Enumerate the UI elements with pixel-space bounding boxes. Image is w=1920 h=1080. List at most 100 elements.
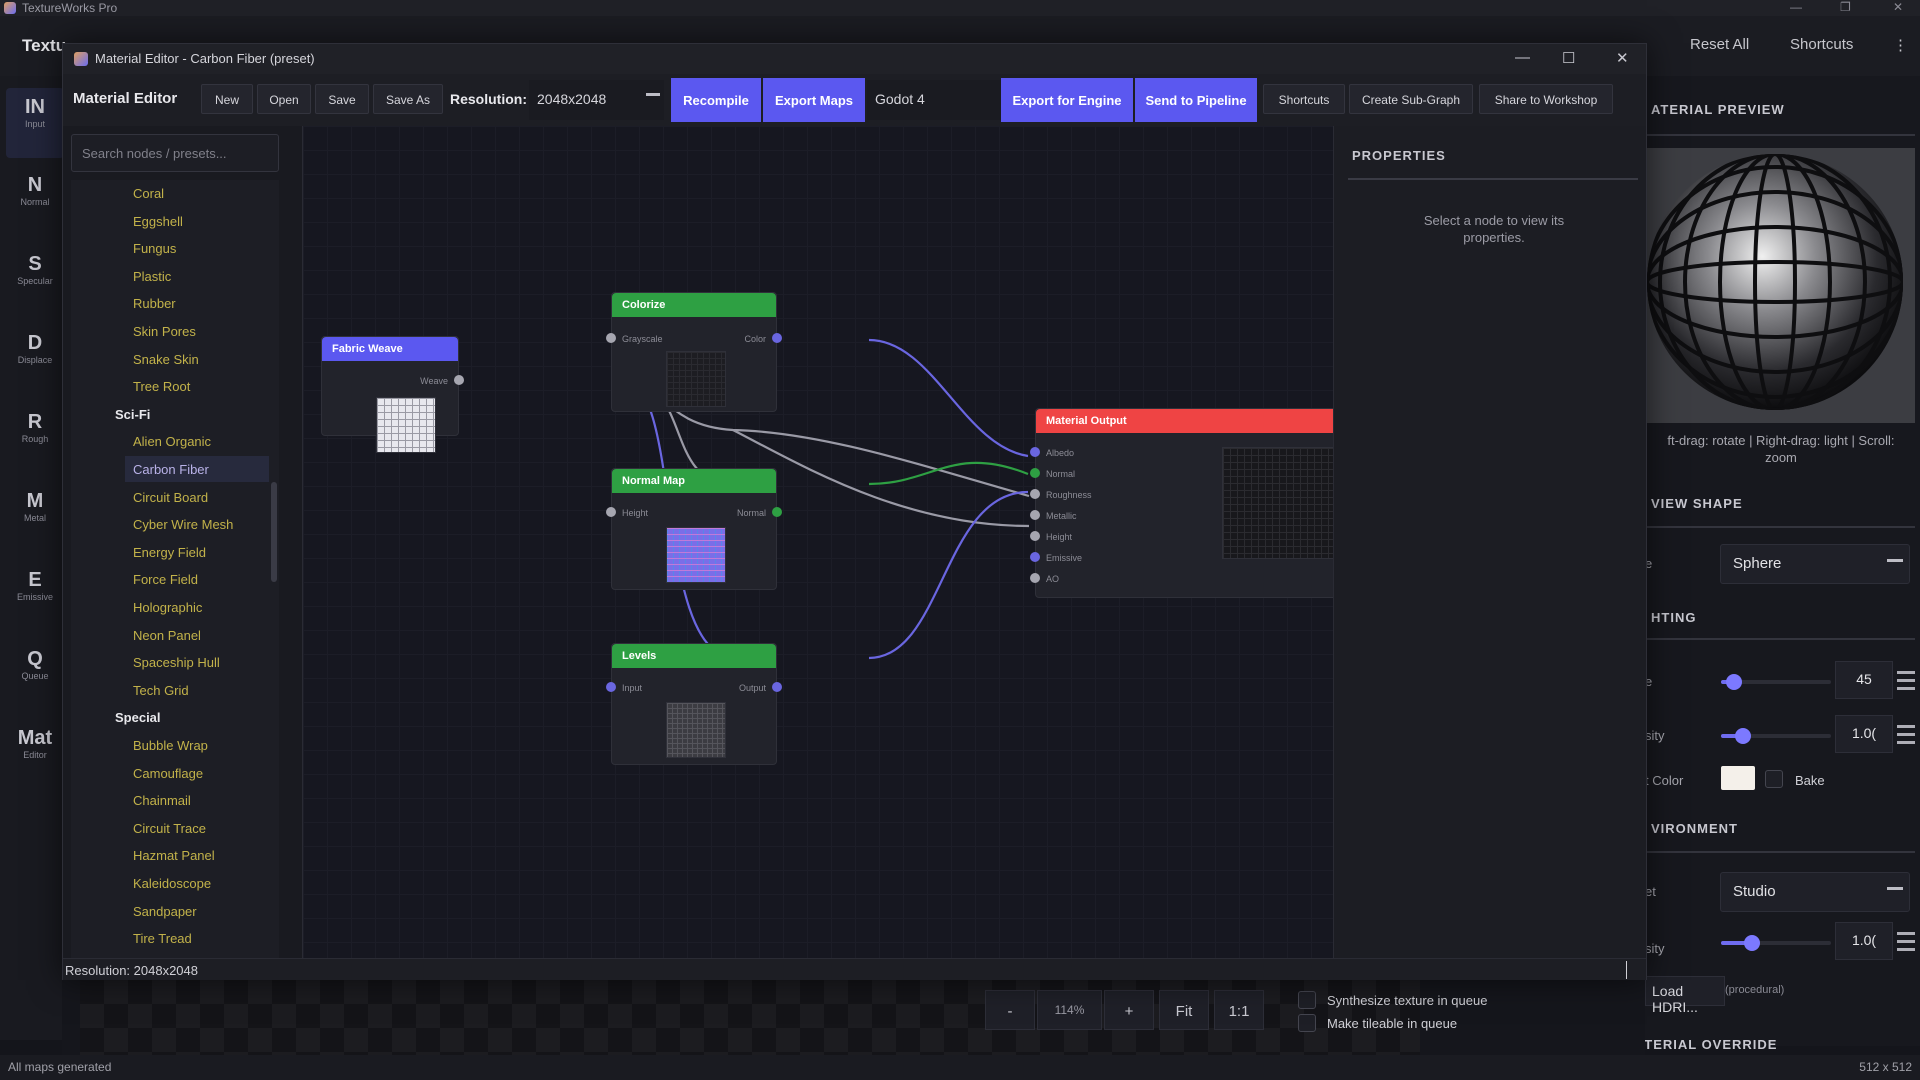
port-input-in[interactable] xyxy=(606,682,616,692)
tree-item[interactable]: Skin Pores xyxy=(133,324,196,339)
tree-item[interactable]: Circuit Trace xyxy=(133,820,206,836)
tree-item[interactable]: Plastic xyxy=(133,268,172,284)
angle-spinner-icon[interactable] xyxy=(1897,666,1915,695)
tree-item[interactable]: Tire Tread xyxy=(133,931,192,947)
load-hdri-button[interactable]: Load HDRI... xyxy=(1645,976,1725,1015)
port-weave-out[interactable] xyxy=(454,375,464,385)
modal-maximize-icon[interactable]: ☐ xyxy=(1562,50,1576,67)
intensity-value-box[interactable]: 1.0( xyxy=(1835,715,1893,753)
more-menu-icon[interactable]: ⋮ xyxy=(1893,37,1908,54)
save-button[interactable]: Save xyxy=(315,84,369,114)
bake-checkbox[interactable] xyxy=(1765,770,1783,788)
node-levels[interactable]: Levels Input Output xyxy=(606,643,782,765)
modal-close-icon[interactable]: ✕ xyxy=(1616,50,1629,67)
tileable-checkbox[interactable] xyxy=(1298,1014,1316,1032)
tree-item[interactable]: Hazmat Panel xyxy=(133,848,215,864)
port-normal-out[interactable] xyxy=(772,507,782,517)
node-fabric-weave[interactable]: Fabric Weave Weave xyxy=(321,336,464,453)
port-emissive-in[interactable] xyxy=(1030,552,1040,562)
intensity-slider[interactable] xyxy=(1721,728,1831,744)
synthesize-checkbox[interactable] xyxy=(1298,991,1316,1009)
env-intensity-spinner-icon[interactable] xyxy=(1897,927,1915,956)
port-albedo-in[interactable] xyxy=(1030,447,1040,457)
node-normal-map[interactable]: Normal Map Height Normal xyxy=(606,468,782,590)
search-input[interactable] xyxy=(71,134,279,172)
angle-slider[interactable] xyxy=(1721,674,1831,690)
port-color-out[interactable] xyxy=(772,333,782,343)
intensity-slider-knob[interactable] xyxy=(1735,728,1751,744)
export-for-engine-button[interactable]: Export for Engine xyxy=(1001,78,1133,122)
tree-item[interactable]: Cyber Wire Mesh xyxy=(133,517,234,533)
tree-item[interactable]: Energy Field xyxy=(133,544,206,560)
tree-item[interactable]: Force Field xyxy=(133,572,199,588)
tree-item[interactable]: Camouflage xyxy=(133,765,204,781)
tree-item[interactable]: Neon Panel xyxy=(133,627,201,643)
tree-item[interactable]: Coral xyxy=(133,186,165,201)
tree-category[interactable]: Sci-Fi xyxy=(115,406,151,422)
tree-item[interactable]: Eggshell xyxy=(133,213,183,229)
header-shortcuts-button[interactable]: Shortcuts xyxy=(1790,36,1854,53)
save-as-button[interactable]: Save As xyxy=(373,84,443,114)
zoom-fit-button[interactable]: Fit xyxy=(1159,990,1209,1030)
recompile-button[interactable]: Recompile xyxy=(671,78,761,122)
env-intensity-slider[interactable] xyxy=(1721,935,1831,951)
restore-icon[interactable]: ❐ xyxy=(1840,0,1851,14)
material-preview-sphere[interactable] xyxy=(1645,148,1915,423)
tree-category[interactable]: Special xyxy=(115,710,161,726)
tree-item[interactable]: Tree Root xyxy=(133,379,191,395)
tree-item[interactable]: Spaceship Hull xyxy=(133,655,220,671)
tree-item[interactable]: Alien Organic xyxy=(133,434,212,450)
share-workshop-button[interactable]: Share to Workshop xyxy=(1479,84,1613,114)
env-intensity-value-box[interactable]: 1.0( xyxy=(1835,922,1893,960)
tree-item[interactable]: Fungus xyxy=(133,241,177,257)
shape-dropdown[interactable]: Sphere xyxy=(1720,544,1910,584)
tree-item[interactable]: Snake Skin xyxy=(133,351,199,367)
new-button[interactable]: New xyxy=(201,84,253,114)
port-ao-in[interactable] xyxy=(1030,573,1040,583)
tree-item[interactable]: Carbon Fiber xyxy=(125,456,269,482)
zoom-in-button[interactable]: + xyxy=(1104,990,1154,1030)
tree-item[interactable]: Circuit Board xyxy=(133,489,209,505)
create-subgraph-button[interactable]: Create Sub-Graph xyxy=(1349,84,1473,114)
angle-slider-knob[interactable] xyxy=(1726,674,1743,690)
light-color-swatch[interactable] xyxy=(1721,766,1755,790)
port-grayscale-in[interactable] xyxy=(606,333,616,343)
env-preset-dropdown[interactable]: Studio xyxy=(1720,872,1910,912)
node-graph-canvas[interactable]: Fabric Weave Weave Colorize Grayscale Co… xyxy=(303,126,1333,958)
tree-item[interactable]: Kaleidoscope xyxy=(133,876,212,891)
port-output-out[interactable] xyxy=(772,682,782,692)
send-to-pipeline-button[interactable]: Send to Pipeline xyxy=(1135,78,1257,122)
angle-value-box[interactable]: 45 xyxy=(1835,661,1893,699)
node-colorize[interactable]: Colorize Grayscale Color xyxy=(606,292,782,412)
port-normal-in[interactable] xyxy=(1030,468,1040,478)
tree-item[interactable]: Tech Grid xyxy=(133,682,189,698)
zoom-1to1-button[interactable]: 1:1 xyxy=(1214,990,1264,1030)
port-metallic-in[interactable] xyxy=(1030,510,1040,520)
port-height-out-in[interactable] xyxy=(1030,531,1040,541)
minimize-icon[interactable]: — xyxy=(1790,0,1802,14)
shortcuts-button[interactable]: Shortcuts xyxy=(1263,84,1345,114)
intensity-spinner-icon[interactable] xyxy=(1897,720,1915,749)
tree-scrollbar[interactable] xyxy=(271,482,277,582)
port-roughness-in[interactable] xyxy=(1030,489,1040,499)
node-material-output[interactable]: Material Output Albedo Normal Roughness … xyxy=(1030,408,1333,598)
modal-minimize-icon[interactable]: — xyxy=(1515,49,1530,66)
tree-item[interactable]: Bubble Wrap xyxy=(133,738,208,753)
port-height-in[interactable] xyxy=(606,507,616,517)
open-button[interactable]: Open xyxy=(257,84,311,114)
reset-all-button[interactable]: Reset All xyxy=(1690,36,1750,53)
resolution-select[interactable]: 2048x2048 xyxy=(529,80,664,120)
zoom-out-button[interactable]: - xyxy=(985,990,1035,1030)
env-intensity-slider-knob[interactable] xyxy=(1743,935,1760,951)
tree-item[interactable]: Sandpaper xyxy=(133,903,197,919)
tree-item[interactable]: Chainmail xyxy=(133,793,191,809)
